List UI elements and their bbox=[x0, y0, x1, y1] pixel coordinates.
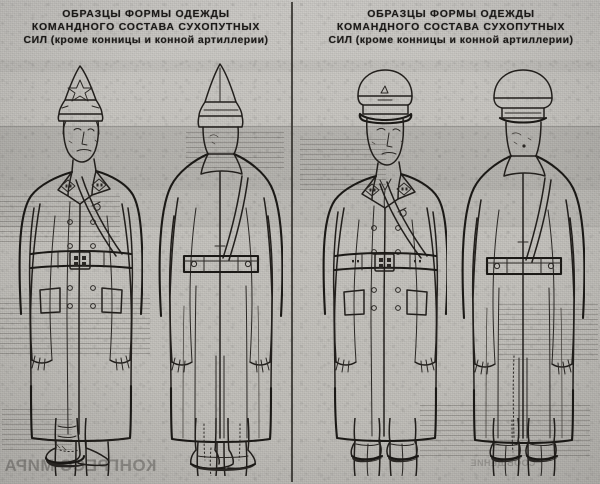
show-through-text-block-right bbox=[498, 300, 598, 360]
panel-right-header-line3: СИЛ (кроме конницы и конной артиллерии) bbox=[328, 34, 574, 47]
footwear-group bbox=[0, 418, 600, 484]
panel-left-header-line1: ОБРАЗЦЫ ФОРМЫ ОДЕЖДЫ bbox=[62, 8, 230, 20]
figure-right-back bbox=[460, 56, 585, 476]
figure-right-front bbox=[322, 56, 447, 476]
panel-right-header-line1: ОБРАЗЦЫ ФОРМЫ ОДЕЖДЫ bbox=[367, 8, 535, 20]
panel-left-header-line3: СИЛ (кроме конницы и конной артиллерии) bbox=[23, 34, 269, 47]
figure-left-back bbox=[158, 56, 283, 476]
figure-left-front bbox=[18, 56, 143, 476]
panel-left-header: ОБРАЗЦЫ ФОРМЫ ОДЕЖДЫ КОМАНДНОГО СОСТАВА … bbox=[4, 8, 288, 48]
panel-right-header: ОБРАЗЦЫ ФОРМЫ ОДЕЖДЫ КОМАНДНОГО СОСТАВА … bbox=[308, 8, 594, 48]
show-through-text-block-mid-left bbox=[0, 296, 150, 354]
scan-band-edge-bottom bbox=[0, 226, 600, 227]
show-through-text-block-lower-left bbox=[2, 406, 72, 450]
panel-left-header-line2: КОМАНДНОГО СОСТАВА СУХОПУТНЫХ bbox=[31, 21, 261, 34]
panel-divider bbox=[291, 2, 293, 482]
panel-right-header-line2: КОМАНДНОГО СОСТАВА СУХОПУТНЫХ bbox=[336, 21, 566, 34]
